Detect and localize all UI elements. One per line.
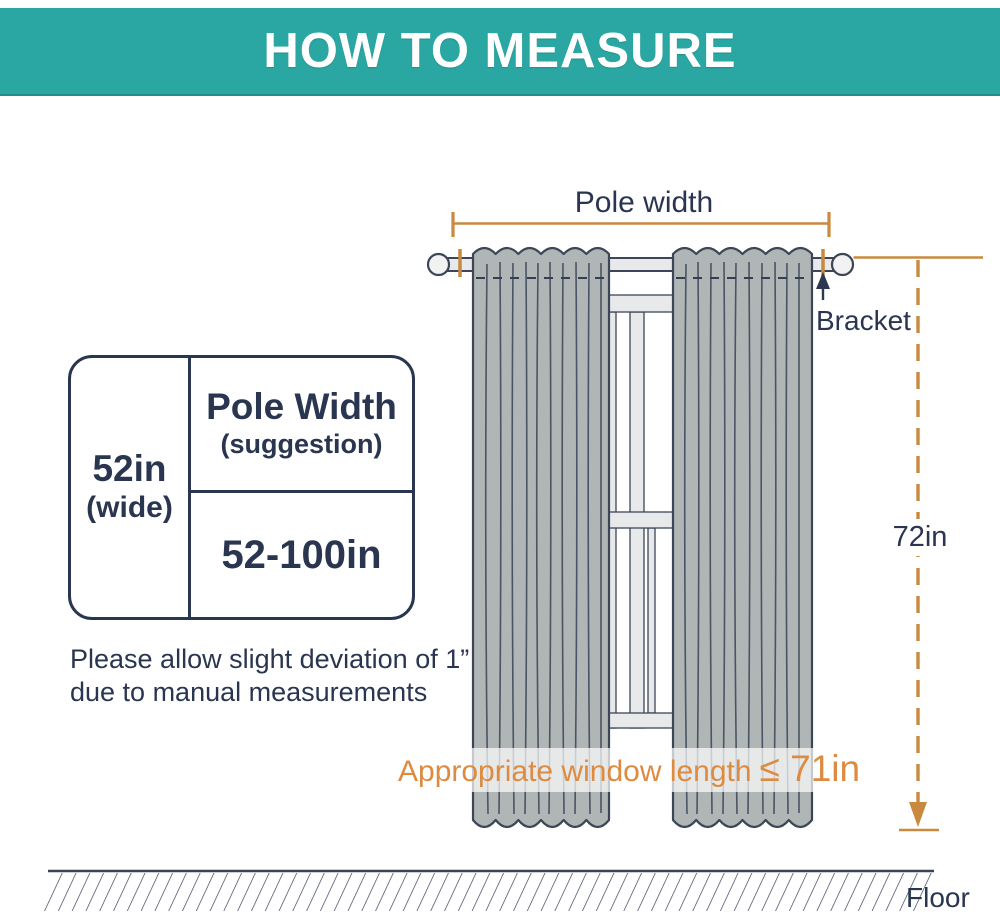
- curtain-left-body: [471, 246, 611, 829]
- window-sash-muntin: [647, 527, 656, 714]
- pole-width-title: Pole Width: [206, 386, 397, 428]
- floor-hatch: [41, 873, 934, 911]
- curtain-panel-left: [471, 246, 611, 829]
- page-title: HOW TO MEASURE: [263, 24, 737, 78]
- deviation-note-line2: due to manual measurements: [70, 677, 428, 707]
- curtain-right-folds: [683, 261, 801, 815]
- pole-width-label: Pole width: [574, 186, 714, 219]
- size-table-vertical-divider: [188, 358, 191, 617]
- pole-width-range: 52-100in: [221, 532, 382, 577]
- curtain-left-folds: [484, 261, 603, 815]
- pole-width-subtitle: (suggestion): [220, 429, 383, 460]
- window-length-note-value: ≤ 71in: [759, 748, 861, 789]
- height-measure: [853, 256, 983, 832]
- down-arrow-icon: [909, 802, 927, 827]
- deviation-note-line1: Please allow slight deviation of 1”: [70, 644, 470, 674]
- rod-finial-right: [830, 252, 855, 277]
- floor: [41, 869, 934, 911]
- window-length-note-text: Appropriate window length: [398, 755, 752, 788]
- header-band: HOW TO MEASURE: [0, 8, 1000, 96]
- bracket-label: Bracket: [816, 305, 911, 336]
- curtain-right-body: [671, 246, 814, 829]
- size-table-cell-width: 52in (wide): [71, 358, 188, 617]
- floor-label: Floor: [906, 882, 970, 913]
- rod-finial-left: [426, 252, 451, 277]
- window-length-note-backdrop: [394, 748, 882, 792]
- pole-width-measure: [451, 212, 831, 237]
- window-length-note: Appropriate window length ≤ 71in: [398, 748, 884, 790]
- size-table-horizontal-divider: [188, 490, 412, 493]
- size-table-cell-pole-range: 52-100in: [191, 493, 412, 617]
- curtain-panel-right: [671, 246, 814, 829]
- deviation-note: Please allow slight deviation of 1” due …: [70, 643, 469, 709]
- bracket-arrow-icon: [816, 272, 830, 300]
- size-table-cell-pole-title: Pole Width (suggestion): [191, 358, 412, 490]
- height-label: 72in: [883, 519, 957, 556]
- panel-width-value: 52in: [92, 448, 167, 490]
- size-table: 52in (wide) Pole Width (suggestion) 52-1…: [68, 355, 415, 620]
- panel-width-qualifier: (wide): [86, 490, 173, 524]
